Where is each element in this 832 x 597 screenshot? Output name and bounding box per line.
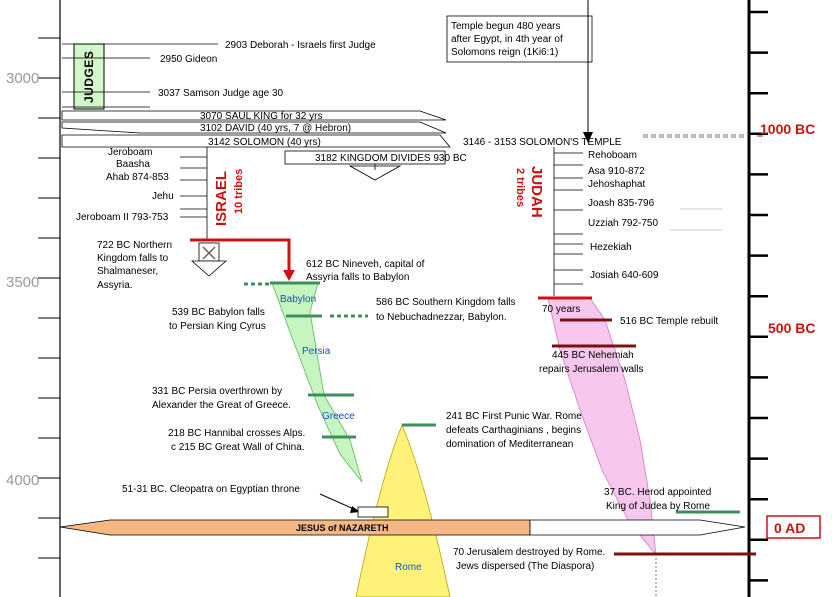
cleopatra-marker xyxy=(357,506,389,518)
judah-king: Uzziah 792-750 xyxy=(588,218,658,229)
temple-rebuilt-event: 516 BC Temple rebuilt xyxy=(620,316,718,327)
southern-falls-event: 586 BC Southern Kingdom falls xyxy=(376,297,516,308)
empire-persia: Persia xyxy=(302,346,331,357)
left-axis xyxy=(38,0,61,597)
israel-king: Ahab 874-853 xyxy=(106,172,169,183)
nineveh-event: 612 BC Nineveh, capital of xyxy=(306,259,425,270)
cleopatra-event: 51-31 BC. Cleopatra on Egyptian throne xyxy=(122,484,300,495)
judah-king: Rehoboam xyxy=(588,150,637,161)
israel-king: Baasha xyxy=(116,159,150,170)
judges-brackets xyxy=(62,43,218,108)
cleopatra-arrow xyxy=(319,493,357,511)
empire-markers xyxy=(270,281,740,514)
solomon-king: 3142 SOLOMON (40 yrs) xyxy=(208,137,321,148)
kingdom-divides-label: 3182 KINGDOM DIVIDES 930 BC xyxy=(315,153,467,164)
israel-fall-text: Assyria. xyxy=(97,280,133,291)
southern-falls-event: to Nebuchadnezzar, Babylon. xyxy=(376,312,507,323)
israel-fall-text: Shalmaneser, xyxy=(97,266,158,277)
jesus-bar-orange xyxy=(59,519,531,536)
judah-tribes: 2 tribes xyxy=(514,168,526,207)
empire-greece: Greece xyxy=(322,411,355,422)
kingdom-divides-box xyxy=(284,150,446,165)
captivity-arrow xyxy=(190,242,228,277)
united-kingdom-bars xyxy=(61,110,451,148)
solomons-temple: 3146 - 3153 SOLOMON'S TEMPLE xyxy=(463,137,622,148)
saul-king: 3070 SAUL KING for 32 yrs xyxy=(200,111,322,122)
right-axis-label: 0 AD xyxy=(774,520,805,536)
punic-war-event: domination of Mediterranean xyxy=(446,439,573,450)
babylon-falls-event: 539 BC Babylon falls xyxy=(172,307,265,318)
zero-ad-box xyxy=(766,515,821,539)
israel-name: ISRAEL xyxy=(213,171,230,226)
david-king: 3102 DAVID (40 yrs, 7 @ Hebron) xyxy=(200,123,351,134)
diaspora-event: 70 Jerusalem destroyed by Rome. xyxy=(453,547,605,558)
israel-fall-line xyxy=(190,238,291,272)
left-axis-label: 3000 xyxy=(6,70,39,87)
judges-box xyxy=(73,43,105,110)
israel-fall-text: Kingdom falls to xyxy=(97,253,169,264)
judges-box-label: JUDGES xyxy=(82,51,96,103)
israel-fall-arrow-head xyxy=(283,270,295,281)
right-axis-label: 1000 BC xyxy=(760,121,815,137)
temple-note-box xyxy=(446,15,593,63)
hannibal-event: c 215 BC Great Wall of China. xyxy=(171,442,305,453)
nineveh-event: Assyria falls to Babylon xyxy=(306,272,409,283)
babylon-persia-greece-shape xyxy=(271,282,363,483)
temple-note-line: after Egypt, in 4th year of xyxy=(451,34,563,45)
temple-arrow-head xyxy=(583,132,593,143)
punic-war-event: 241 BC First Punic War. Rome xyxy=(446,411,582,422)
judah-king: Jehoshaphat xyxy=(588,179,645,190)
right-axis xyxy=(747,0,768,597)
israel-king: Jehu xyxy=(152,191,174,202)
judges-event: 3037 Samson Judge age 30 xyxy=(158,88,284,99)
left-axis-label: 3500 xyxy=(6,274,39,291)
judah-name: JUDAH xyxy=(528,166,545,218)
jesus-bar-label: JESUS of NAZARETH xyxy=(296,523,389,533)
babylon-falls-event: to Persian King Cyrus xyxy=(169,321,266,332)
judah-king: Asa 910-872 xyxy=(588,166,645,177)
nehemiah-event: repairs Jerusalem walls xyxy=(539,364,643,375)
punic-war-event: defeats Carthaginians , begins xyxy=(446,425,581,436)
temple-note-line: Solomons reign (1Ki6:1) xyxy=(451,47,558,58)
judah-king: Joash 835-796 xyxy=(588,198,655,209)
diaspora-event: Jews dispersed (The Diaspora) xyxy=(456,561,594,572)
temple-note-line: Temple begun 480 years xyxy=(451,21,561,32)
israel-king: Jeroboam II 793-753 xyxy=(76,212,169,223)
judges-event: 2950 Gideon xyxy=(160,54,217,65)
israel-king-ticks xyxy=(180,156,207,218)
left-axis-label: 4000 xyxy=(6,472,39,489)
persia-overthrown-event: Alexander the Great of Greece. xyxy=(152,400,291,411)
judah-king-ticks xyxy=(554,152,583,285)
judah-king: Josiah 640-609 xyxy=(590,270,659,281)
persia-overthrown-event: 331 BC Persia overthrown by xyxy=(152,386,282,397)
jesus-bar-white xyxy=(529,519,746,536)
seventy-years: 70 years xyxy=(542,304,580,315)
herod-event: King of Judea by Rome xyxy=(606,501,710,512)
judges-event: 2903 Deborah - Israels first Judge xyxy=(225,40,376,51)
israel-fall-text: 722 BC Northern xyxy=(97,240,172,251)
israel-king: Jeroboam xyxy=(108,147,152,158)
israel-tribes: 10 tribes xyxy=(233,169,245,214)
right-axis-label: 500 BC xyxy=(768,320,815,336)
nehemiah-event: 445 BC Nehemiah xyxy=(552,350,634,361)
rome-shape xyxy=(355,423,451,597)
empire-babylon: Babylon xyxy=(280,294,316,305)
empire-rome: Rome xyxy=(395,562,422,573)
herod-event: 37 BC. Herod appointed xyxy=(604,487,711,498)
judah-king: Hezekiah xyxy=(590,242,632,253)
hannibal-event: 218 BC Hannibal crosses Alps. xyxy=(168,428,305,439)
